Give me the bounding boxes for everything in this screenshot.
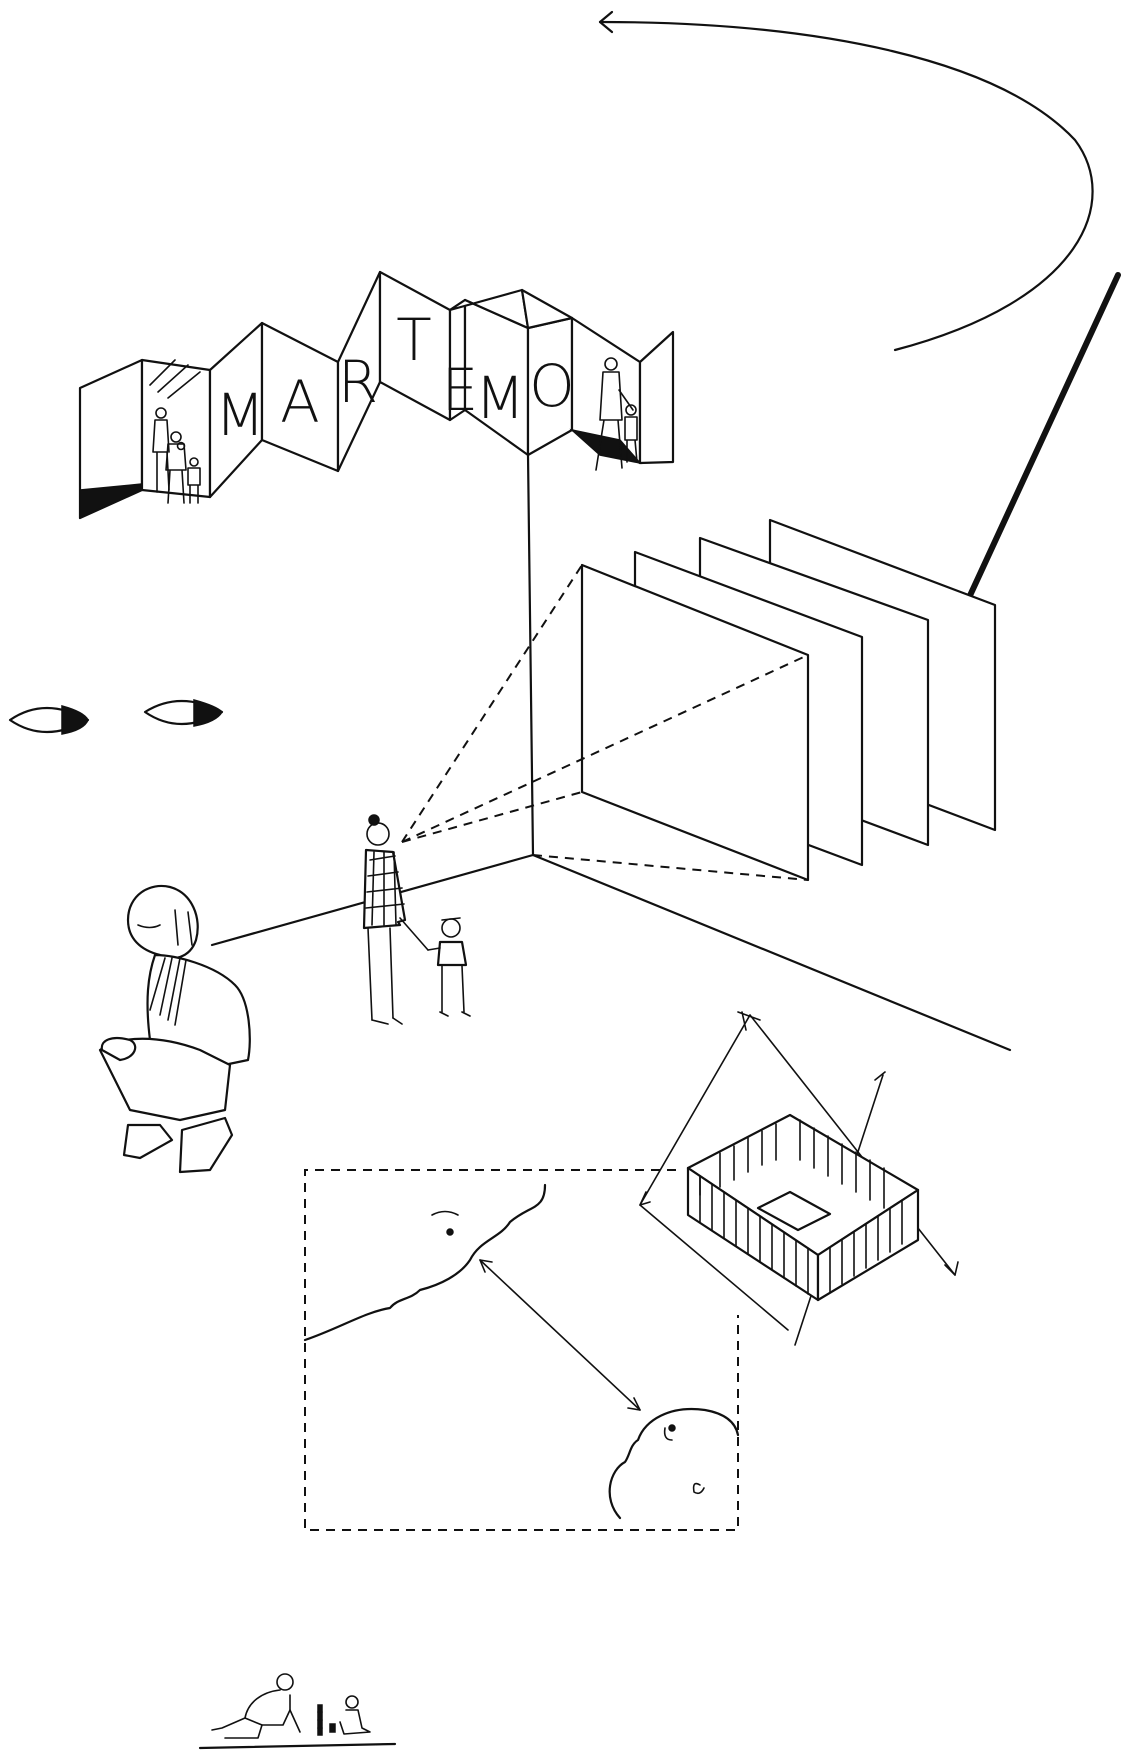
pencil-stroke (952, 272, 1121, 631)
curved-arrow-icon (598, 10, 1094, 352)
banner-people-right (595, 357, 638, 471)
adult-with-child (362, 814, 471, 1025)
bottom-figures (198, 1673, 397, 1750)
room-corner-line (526, 453, 535, 857)
double-arrow-icon (479, 1259, 641, 1411)
frame-tunnel (580, 518, 997, 882)
banner-letter-o: O (529, 352, 575, 420)
banner-letter-m: M (215, 381, 265, 449)
face-to-face-panel (303, 1169, 740, 1531)
banner-letter-t: T (396, 306, 431, 374)
banner-people-left (152, 407, 201, 504)
banner-letter-m2: M (475, 364, 525, 432)
crouching-woman (98, 884, 251, 1174)
folding-banner: M A R T E M O (78, 270, 675, 520)
playpen (639, 1011, 959, 1346)
view-cone (401, 564, 809, 881)
banner-letter-r: R (338, 348, 378, 416)
room-floor-right (531, 853, 1012, 1052)
eyes-icon (8, 699, 224, 735)
banner-letter-a: A (280, 368, 320, 436)
banner-letter-e: E (442, 356, 479, 424)
